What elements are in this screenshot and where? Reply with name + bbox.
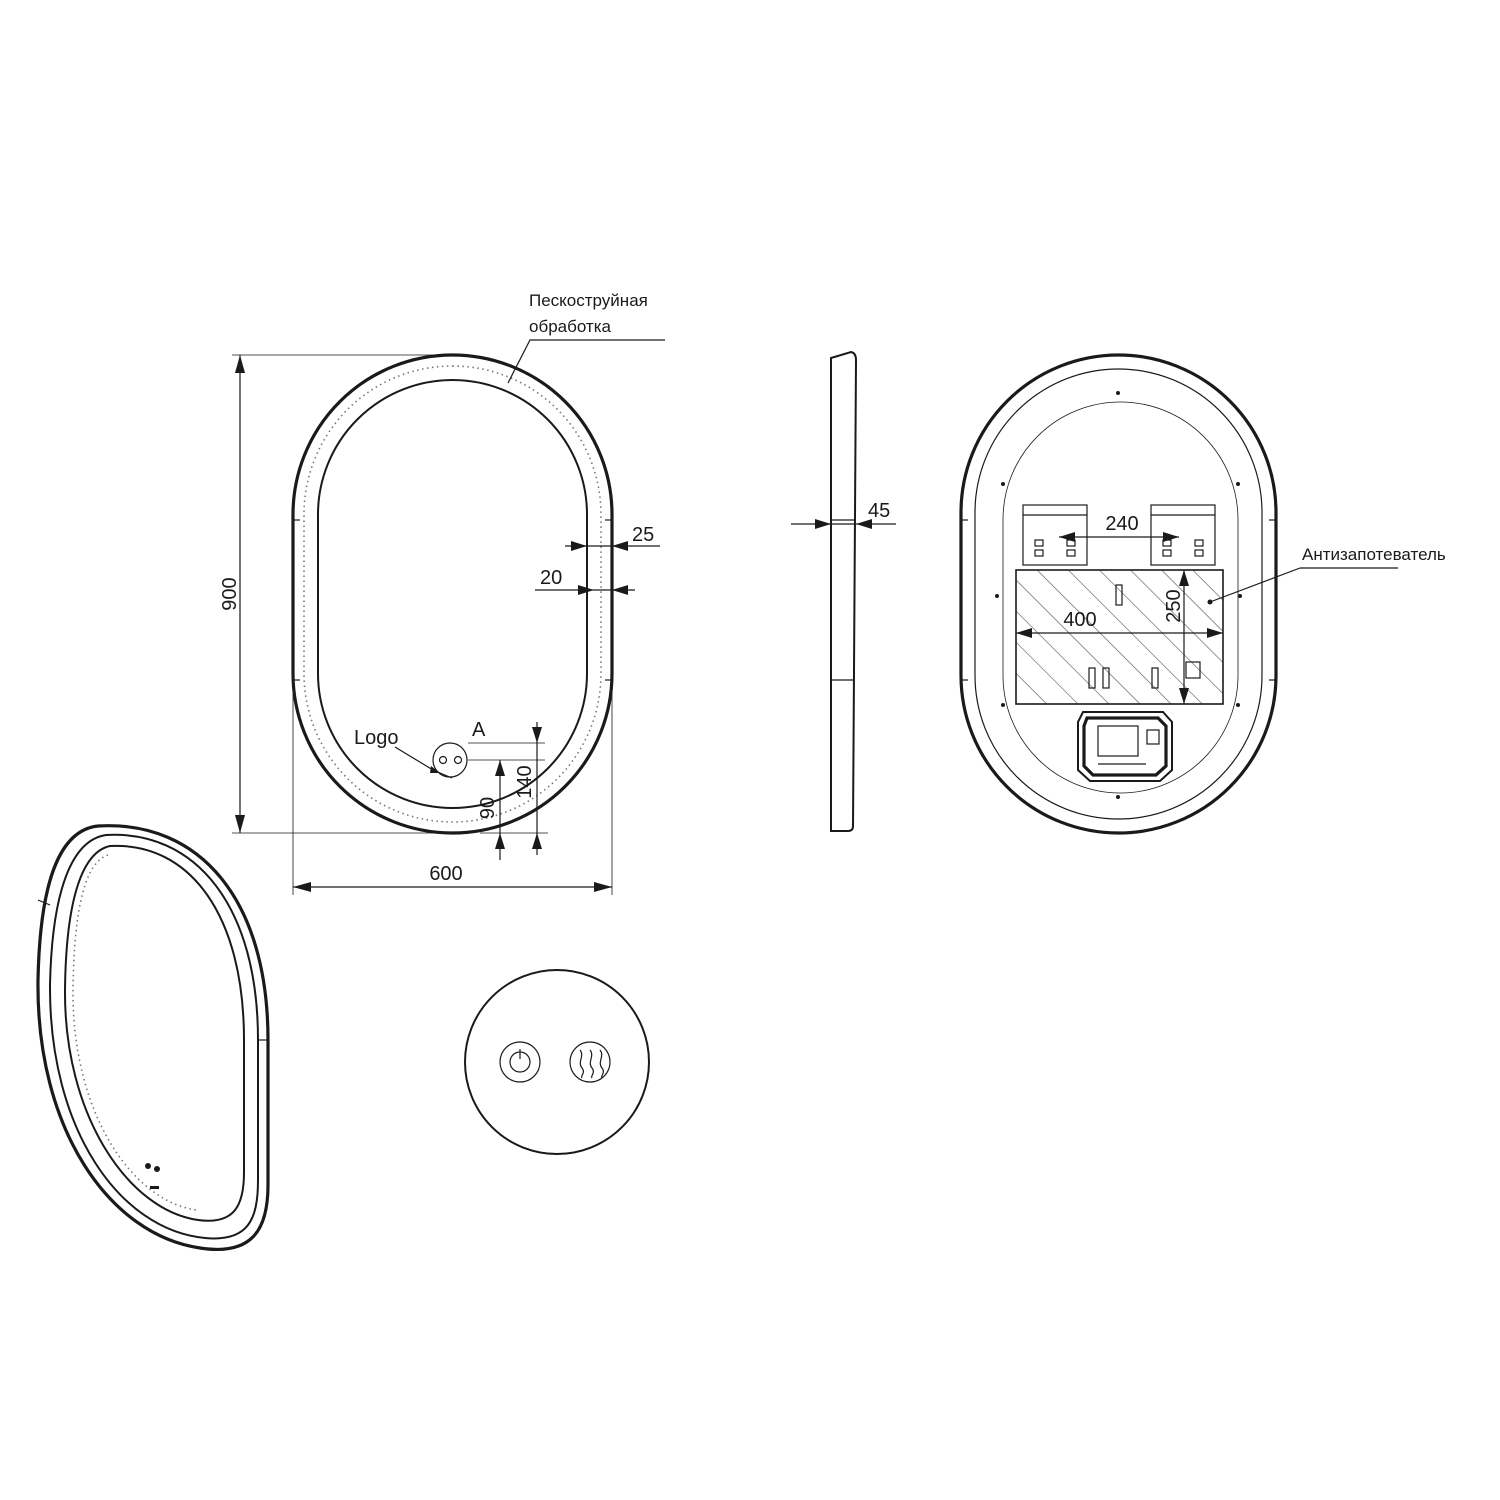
height-dimension: 900 [219, 577, 241, 610]
inset-dimension: 20 [540, 567, 562, 589]
antifog-label: Антизапотеватель [1302, 545, 1446, 564]
heater-height-dimension: 250 [1163, 589, 1185, 622]
logo-offset-dimension: 90 [477, 797, 499, 819]
detail-a-buttons [464, 969, 650, 1155]
perspective-outer-edge [36, 824, 270, 1251]
perspective-inner-glass [63, 844, 245, 1222]
logo-height-dimension: 140 [514, 765, 536, 798]
antifog-button-icon [569, 1041, 611, 1083]
antifog-dot-icon [453, 755, 463, 765]
power-button-icon [499, 1041, 541, 1083]
mirror-side-profile [830, 350, 858, 832]
power-dot-icon [438, 755, 448, 765]
logo-label: Logo [354, 727, 399, 749]
right-bracket [1150, 504, 1216, 566]
frame-dimension: 25 [632, 524, 654, 546]
detail-label: A [472, 719, 486, 741]
back-view: 240 400 250 Антизапотеватель [959, 353, 1446, 835]
sandblast-label: Пескоструйная [529, 291, 648, 310]
power-supply-unit [1077, 711, 1173, 782]
logo-leader-arrow [394, 746, 453, 779]
width-dimension: 600 [429, 863, 462, 885]
sandblast-label-line2: обработка [529, 317, 612, 336]
mirror-inner-frame [317, 379, 588, 809]
back-inner-frame [974, 368, 1263, 820]
detail-circle [464, 969, 650, 1155]
back-panel-outline [1002, 401, 1239, 794]
front-view: 900 600 25 20 90 140 Logo A Пескоструйна… [219, 291, 665, 895]
antifog-heater [1015, 569, 1224, 705]
bracket-spacing-dimension: 240 [1105, 513, 1138, 535]
left-bracket [1022, 504, 1088, 566]
perspective-view [36, 824, 270, 1251]
side-view: 45 [791, 350, 896, 832]
depth-dimension: 45 [868, 500, 890, 522]
heater-width-dimension: 400 [1063, 609, 1096, 631]
sandblast-strip [303, 365, 602, 823]
mirror-outer-frame [291, 353, 614, 835]
back-outer-frame [959, 353, 1278, 835]
